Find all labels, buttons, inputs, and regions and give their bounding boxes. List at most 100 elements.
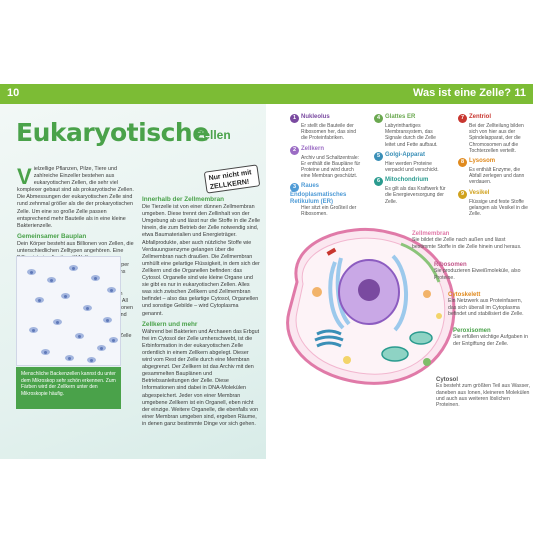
- heading-bauplan: Gemeinsamer Bauplan: [17, 232, 87, 240]
- cheek-cell-nucleus: [110, 288, 113, 292]
- lysosome-1: [312, 287, 322, 297]
- page-number-right: 11: [514, 87, 526, 99]
- cheek-cell: [97, 345, 106, 351]
- legend-desc: Bei der Zellteilung bilden sich von hier…: [469, 123, 524, 154]
- label-cytoskelett: Cytoskelett Ein Netzwerk aus Proteinfase…: [448, 292, 524, 317]
- microscope-image: [16, 256, 121, 366]
- cheek-cell: [103, 317, 112, 323]
- cheek-cell: [61, 293, 70, 299]
- legend-desc: Hier sitzt ein Großteil der Ribosomen.: [301, 204, 357, 218]
- spread: Eukaryotische Zellen Nur nicht mit ZELLK…: [0, 104, 533, 459]
- cheek-cell: [109, 337, 118, 343]
- legend-name: Nukleolus: [301, 114, 330, 120]
- cheek-cell: [29, 327, 38, 333]
- intro-text: ielzellige Pflanzen, Pilze, Tiere und za…: [17, 166, 134, 229]
- cell-svg: [286, 227, 456, 385]
- legend-desc: Er stellt die Bauteile der Ribosomen her…: [301, 123, 357, 142]
- drop-cap: V: [17, 164, 32, 189]
- legend-name: Mitochondrium: [385, 177, 429, 184]
- legend-name: Golgi-Apparat: [385, 151, 425, 158]
- golgi: [314, 329, 344, 348]
- mitochondrion-2: [409, 331, 433, 345]
- cheek-cell-nucleus: [64, 294, 67, 298]
- lysosome-2: [423, 290, 431, 298]
- cheek-cell: [91, 275, 100, 281]
- label-ribosomen: Ribosomen Sie produzieren Eiweißmoleküle…: [434, 262, 521, 281]
- cheek-cell-nucleus: [78, 334, 81, 338]
- cheek-cell-nucleus: [90, 358, 93, 362]
- smooth-er: [400, 242, 441, 283]
- legend-name: Vesikel: [469, 189, 490, 196]
- legend-number: 7: [458, 114, 467, 123]
- cheek-cell: [75, 333, 84, 339]
- cheek-cell-nucleus: [38, 298, 41, 302]
- centriole: [326, 247, 337, 256]
- legend-number: 6: [374, 177, 383, 187]
- legend-desc: Flüssige und feste Stoffe gelangen als V…: [469, 198, 528, 218]
- cheek-cell-nucleus: [56, 320, 59, 324]
- legend-number: 5: [374, 151, 383, 161]
- cheek-cell-nucleus: [68, 356, 71, 360]
- legend-name: Zellkern: [301, 145, 325, 152]
- label-zellmembran: Zellmembran Sie bildet die Zelle nach au…: [412, 231, 522, 250]
- cheek-cell-nucleus: [72, 266, 75, 270]
- vesicle-1: [343, 356, 351, 364]
- animal-cell-diagram: [277, 222, 461, 390]
- cheek-cell-nucleus: [106, 318, 109, 322]
- heading-zellmembran: Innerhalb der Zellmembran: [142, 196, 225, 203]
- page-title: Eukaryotische: [16, 118, 209, 147]
- cheek-cell-nucleus: [112, 338, 115, 342]
- heading-zellkern: Zellkern und mehr: [142, 320, 198, 328]
- legend-name: Zentriol: [469, 114, 491, 120]
- cheek-cell-nucleus: [44, 350, 47, 354]
- page-number-left: 10: [7, 87, 20, 99]
- page-header-bar: 10 Was ist eine Zelle? 11: [0, 84, 533, 104]
- legend-desc: Es gilt als das Kraftwerk für die Energi…: [385, 186, 446, 205]
- label-cytosol: Cytosol Es besteht zum größten Teil aus …: [436, 377, 530, 409]
- vesicle-2: [436, 313, 442, 319]
- nucleolus: [358, 279, 380, 301]
- mitochondrion-1: [381, 346, 409, 362]
- cheek-cell: [53, 319, 62, 325]
- peroxisome: [423, 358, 431, 366]
- legend-desc: Hier werden Proteine verpackt und versch…: [385, 160, 439, 174]
- paragraph-zellkern: Während bei Bakterien und Archaeen das E…: [142, 328, 260, 427]
- cheek-cell-nucleus: [86, 306, 89, 310]
- cheek-cell-nucleus: [50, 278, 53, 282]
- image-caption: Menschliche Backenzellen kannst du unter…: [16, 367, 121, 409]
- legend-name: Lysosom: [469, 158, 496, 165]
- legend-number: 2: [290, 145, 299, 155]
- cheek-cell: [27, 269, 36, 275]
- legend-name: Glattes ER: [385, 114, 416, 120]
- label-peroxisomen: Peroxisomen Sie erfüllen wichtige Aufgab…: [453, 328, 528, 347]
- paragraph-zellmembran: Die Tierzelle ist von einer dünnen Zellm…: [142, 204, 260, 317]
- text-column-2: Innerhalb der Zellmembran Die Tierzelle …: [142, 193, 260, 430]
- legend-number: 4: [374, 114, 383, 123]
- cheek-cell: [47, 277, 56, 283]
- legend-desc: Archiv und Schaltzentrale: Er enthält di…: [301, 154, 361, 180]
- cheek-cell: [69, 265, 78, 271]
- section-title: Was ist eine Zelle?: [412, 87, 511, 99]
- page-title-sub: Zellen: [196, 128, 231, 142]
- cheek-cell-nucleus: [32, 328, 35, 332]
- legend-number: 3: [290, 183, 299, 193]
- cheek-cell: [41, 349, 50, 355]
- cheek-cell: [35, 297, 44, 303]
- cheek-cell-nucleus: [30, 270, 33, 274]
- cheek-cell: [65, 355, 74, 361]
- cheek-cell: [107, 287, 116, 293]
- legend-name: Raues Endoplasmatisches Retikulum (ER): [290, 183, 347, 205]
- legend-number: 1: [290, 114, 299, 123]
